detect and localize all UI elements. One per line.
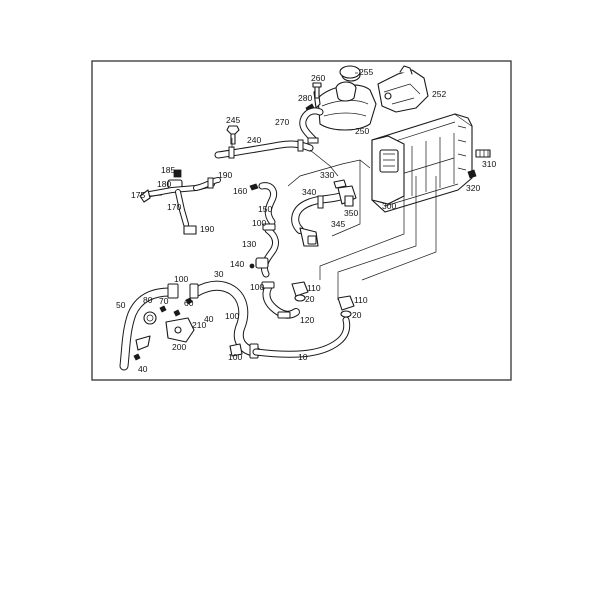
callout-260: 260 (311, 73, 325, 83)
callout-130: 130 (242, 239, 256, 249)
hose-50[interactable] (119, 287, 175, 371)
hose-330[interactable] (291, 192, 346, 234)
clamp-100-left[interactable] (167, 283, 179, 299)
callout-340: 340 (302, 187, 316, 197)
callout-350: 350 (344, 208, 358, 218)
charge-air-cooler[interactable] (371, 113, 473, 213)
hose-10[interactable] (252, 316, 351, 358)
callout-100-mid: 100 (225, 311, 239, 321)
callout-70: 70 (159, 296, 169, 306)
hose-150[interactable] (258, 182, 278, 226)
callout-330: 330 (320, 170, 334, 180)
callout-185: 185 (161, 165, 175, 175)
callout-252: 252 (432, 89, 446, 99)
callout-345: 345 (331, 219, 345, 229)
callout-210: 210 (192, 320, 206, 330)
hose-120[interactable] (261, 281, 300, 319)
hose-270[interactable] (299, 107, 324, 144)
reservoir-cap[interactable] (339, 65, 361, 79)
clamp-100-bottom[interactable] (229, 343, 243, 357)
hose-240[interactable] (214, 139, 314, 159)
callout-20-b: 20 (352, 310, 362, 320)
callout-250: 250 (355, 126, 369, 136)
callout-100-e: 100 (228, 352, 242, 362)
seal-20-upper[interactable] (294, 294, 306, 302)
callout-320: 320 (466, 183, 480, 193)
bolt-160[interactable] (249, 183, 259, 191)
callout-60: 60 (184, 298, 194, 308)
part-70-60[interactable] (159, 297, 193, 317)
callout-30: 30 (214, 269, 224, 279)
callout-300: 300 (382, 201, 396, 211)
callout-120: 120 (300, 315, 314, 325)
callout-270: 270 (275, 117, 289, 127)
callout-10: 10 (298, 352, 308, 362)
callout-190-a: 190 (218, 170, 232, 180)
clamp-110-upper[interactable] (291, 281, 309, 297)
pipe-345[interactable] (299, 227, 319, 247)
callout-40-a: 40 (204, 314, 214, 324)
diagram-frame (91, 60, 512, 381)
callout-170: 170 (167, 202, 181, 212)
callout-50: 50 (116, 300, 126, 310)
hose-connector-group[interactable] (139, 169, 221, 235)
callout-255: 255 (359, 67, 373, 77)
sensor-310[interactable] (475, 149, 491, 158)
part-80[interactable] (143, 311, 157, 325)
callout-150: 150 (258, 204, 272, 214)
clamp-110-lower[interactable] (337, 295, 355, 311)
clamp-140[interactable] (249, 257, 269, 269)
leader-lines (149, 72, 437, 300)
callout-140: 140 (230, 259, 244, 269)
callout-100-a: 100 (252, 218, 266, 228)
callout-310: 310 (482, 159, 496, 169)
seal-20-lower[interactable] (340, 310, 352, 318)
bolt-260[interactable] (312, 82, 322, 99)
callout-180: 180 (157, 179, 171, 189)
fitting-350[interactable] (337, 185, 357, 207)
callout-20-a: 20 (305, 294, 315, 304)
bolt-245[interactable] (226, 125, 240, 145)
bolt-320[interactable] (467, 169, 477, 179)
callout-175: 175 (131, 190, 145, 200)
callout-110-a: 110 (307, 283, 321, 293)
callout-200: 200 (172, 342, 186, 352)
connector-340[interactable] (333, 179, 347, 189)
callout-labels: 255 260 252 280 270 250 245 240 185 190 … (116, 67, 496, 374)
callout-240: 240 (247, 135, 261, 145)
bracket-200-210[interactable] (135, 317, 195, 351)
bolt-40[interactable] (133, 353, 141, 361)
callout-160: 160 (233, 186, 247, 196)
callout-110-b: 110 (354, 295, 368, 305)
heat-shield-bracket[interactable] (377, 65, 429, 113)
callout-190-b: 190 (200, 224, 214, 234)
callout-280: 280 (298, 93, 312, 103)
callout-40-b: 40 (138, 364, 148, 374)
callout-100-left: 100 (174, 274, 188, 284)
callout-100-b: 100 (250, 282, 264, 292)
callout-245: 245 (226, 115, 240, 125)
callout-80: 80 (143, 295, 153, 305)
